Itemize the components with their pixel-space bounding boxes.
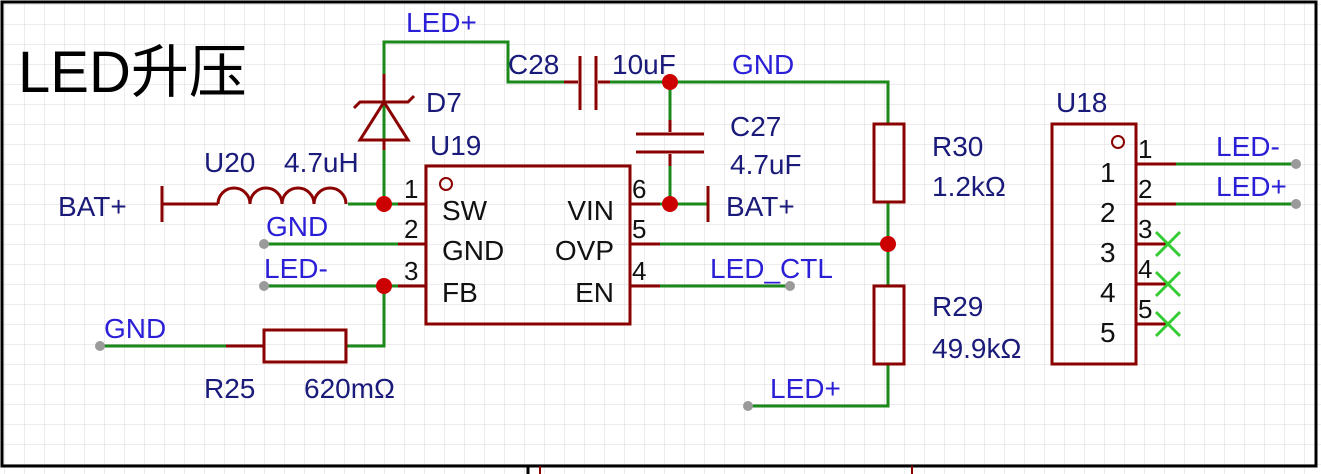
c28-designator: C28 (508, 49, 559, 80)
u19-pin-num-1: 1 (404, 174, 418, 204)
wire-fb-r25 (346, 286, 386, 348)
u20-inductor[interactable] (200, 186, 348, 206)
u20-value: 4.7uH (284, 147, 359, 178)
u18-pin-name-3: 3 (1100, 237, 1116, 268)
r29-resistor[interactable] (872, 284, 906, 366)
net-endpoints (95, 159, 1301, 411)
u19-pin-num-5: 5 (632, 214, 646, 244)
u18-designator: U18 (1056, 87, 1107, 118)
u19-designator: U19 (430, 130, 481, 161)
c27-value: 4.7uF (730, 149, 802, 180)
net-label-led-minus-left: LED- (264, 253, 328, 284)
net-label-led-plus-bottom: LED+ (770, 373, 841, 404)
u18-pin1-marker (1111, 135, 1125, 149)
r29-designator: R29 (932, 291, 983, 322)
u19-pin-name-en: EN (575, 277, 614, 308)
u18-pin-name-2: 2 (1100, 197, 1116, 228)
u18-pin-num-4: 4 (1138, 254, 1152, 284)
u19-pin-name-sw: SW (442, 195, 488, 226)
u18-pin-name-1: 1 (1100, 157, 1116, 188)
d7-diode[interactable] (352, 74, 416, 150)
d7-designator: D7 (426, 87, 462, 118)
no-connect-marks (1154, 230, 1182, 338)
r29-value: 49.9kΩ (932, 333, 1021, 364)
pin-stubs (398, 162, 1176, 326)
r30-resistor[interactable] (872, 122, 906, 204)
net-label-gnd-top: GND (732, 49, 794, 80)
junctions (376, 74, 896, 294)
r30-designator: R30 (932, 131, 983, 162)
net-label-bat-plus-right: BAT+ (726, 191, 795, 222)
u19-pin-name-vin: VIN (567, 195, 614, 226)
c27-capacitor[interactable] (636, 120, 704, 166)
u19-pin-num-3: 3 (404, 256, 418, 286)
u19-pin-num-2: 2 (404, 214, 418, 244)
u20-designator: U20 (204, 147, 255, 178)
u18-pin-name-4: 4 (1100, 277, 1116, 308)
wire-r29-led-plus (748, 364, 890, 408)
c27-designator: C27 (730, 111, 781, 142)
u18-pin-name-5: 5 (1100, 317, 1116, 348)
net-label-bat-plus-left: BAT+ (58, 191, 127, 222)
net-label-led-plus-conn: LED+ (1216, 171, 1287, 202)
u18-pin-num-3: 3 (1138, 214, 1152, 244)
net-label-gnd-bottom-left: GND (104, 313, 166, 344)
c28-capacitor[interactable] (564, 56, 610, 110)
u19-pin-num-4: 4 (632, 256, 646, 286)
net-label-led-ctl: LED_CTL (710, 253, 833, 284)
u19-pin1-marker (439, 177, 453, 191)
sheet-title: LED升压 (18, 40, 247, 105)
u18-pin-num-1: 1 (1138, 134, 1152, 164)
r25-value: 620mΩ (304, 373, 395, 404)
u19-pin-name-fb: FB (442, 277, 478, 308)
r25-designator: R25 (204, 373, 255, 404)
net-label-led-minus-conn: LED- (1216, 131, 1280, 162)
u18-pin-num-2: 2 (1138, 174, 1152, 204)
net-label-led-plus-top: LED+ (406, 7, 477, 38)
u19-body[interactable] (424, 164, 632, 326)
u19-pin-name-gnd: GND (442, 235, 504, 266)
bat-plus-left-flag (160, 186, 200, 222)
u18-body[interactable] (1050, 122, 1138, 366)
net-label-gnd-left: GND (266, 211, 328, 242)
wire-c28-gnd (598, 80, 890, 125)
c28-value: 10uF (612, 49, 676, 80)
u18-pin-num-5: 5 (1138, 294, 1152, 324)
u19-pin-name-ovp: OVP (555, 235, 614, 266)
r30-value: 1.2kΩ (932, 171, 1006, 202)
u19-pin-num-6: 6 (632, 174, 646, 204)
